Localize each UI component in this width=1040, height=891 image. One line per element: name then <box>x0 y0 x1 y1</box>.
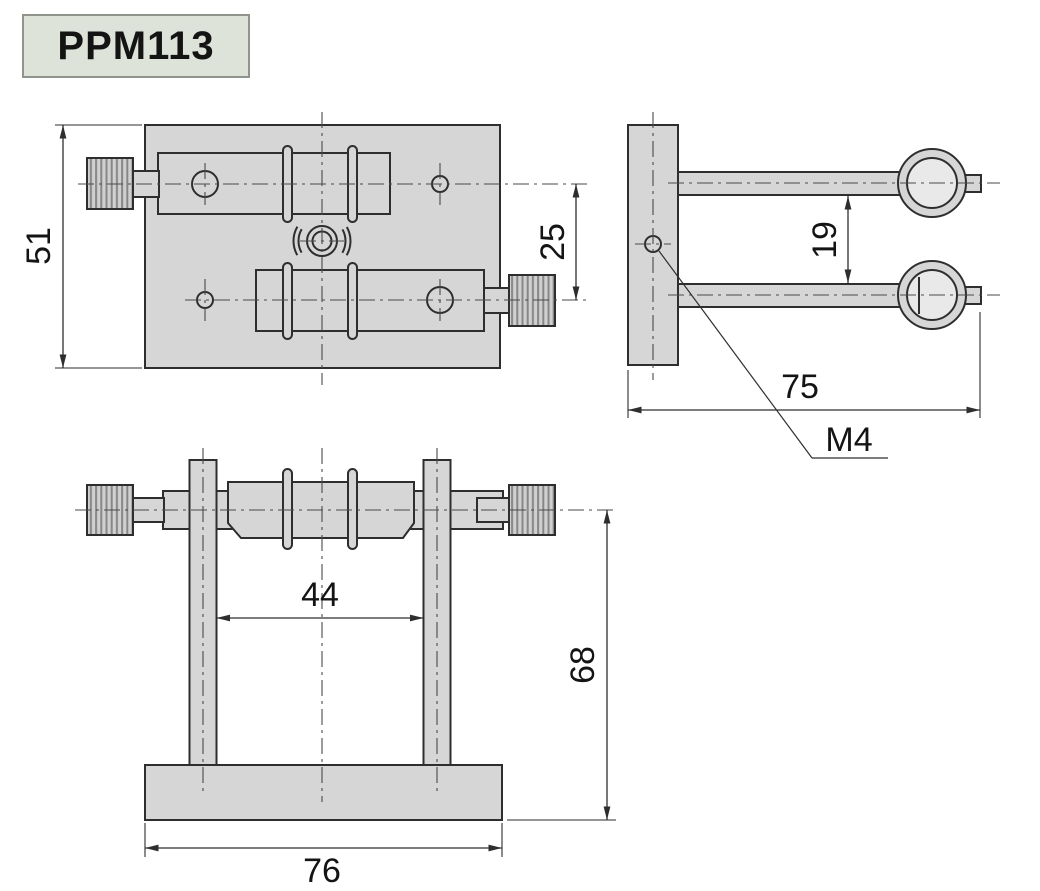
m4-label-text: M4 <box>825 421 872 459</box>
front-slot-bottom-right <box>347 262 358 340</box>
m4-leader-line <box>658 250 813 459</box>
m4-thread-callout: M4 <box>658 250 888 459</box>
dim-front-hole-spacing: 25 <box>534 184 580 300</box>
dim-side-rod-gap: 19 <box>806 196 852 283</box>
dim-76-text: 76 <box>303 852 341 890</box>
front-center-jaw-outer-arc <box>292 211 352 271</box>
front-center-jaw-inner-arc <box>297 216 347 266</box>
dim-side-width: 75 <box>627 312 981 418</box>
dim-25-text: 25 <box>534 223 572 261</box>
bottom-slot-left <box>282 468 293 550</box>
dim-19-text: 19 <box>806 221 844 259</box>
dim-51-text: 51 <box>20 227 58 265</box>
dim-bottom-base-width: 76 <box>144 823 503 890</box>
dim-44-text: 44 <box>301 576 339 614</box>
front-slot-bottom-left <box>282 262 293 340</box>
part-number: PPM113 <box>57 23 215 68</box>
side-view: 19 75 M4 <box>627 112 1000 459</box>
dim-75-text: 75 <box>781 368 819 406</box>
dim-bottom-post-gap: 44 <box>216 576 424 622</box>
front-view: 51 25 <box>20 112 588 385</box>
dim-bottom-height: 68 <box>507 510 616 821</box>
dim-68-text: 68 <box>564 646 602 684</box>
dim-front-height: 51 <box>20 124 142 369</box>
bottom-slot-right <box>347 468 358 550</box>
part-number-box: PPM113 <box>22 14 250 78</box>
bottom-base <box>144 764 503 821</box>
bottom-view: 44 68 76 <box>75 448 618 890</box>
